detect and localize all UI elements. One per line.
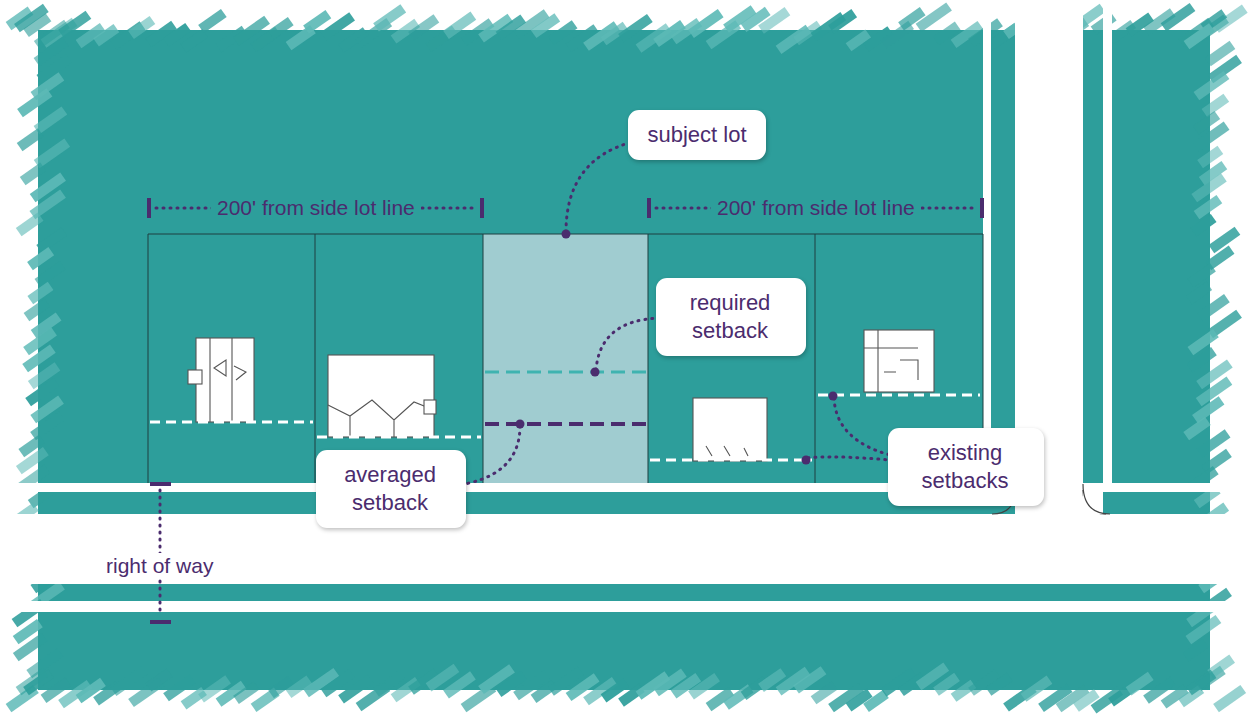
brush-stroke: [1197, 294, 1230, 321]
brush-stroke: [27, 247, 54, 270]
brush-stroke: [27, 282, 53, 304]
brush-stroke: [1188, 329, 1219, 355]
road-edge: [0, 601, 1250, 612]
brush-stroke: [14, 4, 49, 32]
lot-lines: [148, 234, 983, 483]
subject-lot-fill: [483, 234, 648, 483]
house-sketch: [328, 355, 436, 437]
brush-stroke: [1161, 3, 1196, 31]
dimensions: [149, 198, 982, 622]
callout-text: existing setbacks: [906, 439, 1024, 495]
brush-stroke: [758, 7, 790, 34]
callout-box: required setback: [656, 278, 806, 356]
setback-lines: [150, 372, 980, 460]
callout-text: subject lot: [646, 121, 748, 149]
brush-stroke: [1183, 417, 1210, 440]
brush-stroke: [1185, 615, 1221, 644]
brush-stroke: [1191, 173, 1226, 202]
leader-dot: [562, 230, 571, 239]
leader-dot: [829, 392, 838, 401]
brush-stroke: [688, 673, 720, 699]
leader-line: [834, 398, 890, 455]
roads: [0, 0, 1250, 612]
callout-box: subject lot: [628, 110, 766, 160]
leader-line: [808, 457, 890, 460]
brush-stroke: [36, 227, 67, 253]
side-lot-lines: [148, 234, 983, 483]
road-edge: [1103, 0, 1112, 492]
brush-stroke: [408, 14, 439, 40]
existing-setback-line: [818, 394, 980, 397]
brush-stroke: [986, 673, 1013, 696]
brush-stroke: [24, 298, 50, 321]
required-setback-line: [485, 371, 646, 374]
brush-stroke: [828, 9, 857, 33]
brush-stroke: [443, 671, 476, 698]
brush-stroke: [1193, 122, 1229, 152]
brush-stroke: [321, 12, 355, 40]
leader-dot: [802, 456, 811, 465]
brush-stroke: [1191, 214, 1217, 236]
existing-setback-line: [650, 459, 812, 462]
callout-text: averaged setback: [334, 461, 446, 517]
brush-stroke: [373, 4, 406, 31]
brush-stroke: [1186, 670, 1216, 695]
brush-stroke: [17, 88, 52, 117]
right-of-way-label: right of way: [100, 553, 219, 578]
averaged-setback-line: [485, 422, 646, 426]
brush-stroke: [198, 9, 227, 33]
brush-stroke: [268, 17, 293, 39]
house-sketch: [864, 330, 934, 392]
brush-stroke: [30, 412, 65, 440]
dimension-label: 200' from side lot line: [711, 195, 921, 220]
brush-stroke: [1183, 639, 1209, 661]
existing-setback-line: [317, 436, 481, 439]
brush-stroke: [13, 633, 48, 661]
brush-stroke: [16, 213, 44, 237]
brush-stroke: [1201, 449, 1231, 474]
leader-line: [566, 142, 632, 232]
house-sketch: [188, 338, 254, 422]
road-edge: [983, 0, 991, 492]
leader-line: [596, 318, 660, 370]
existing-setback-line: [150, 421, 313, 424]
leader-dot: [591, 368, 600, 377]
callout-box: averaged setback: [316, 450, 466, 528]
brush-stroke: [1184, 23, 1215, 49]
brush-stroke: [35, 261, 66, 287]
curb: [1083, 484, 1110, 514]
brush-stroke: [1188, 263, 1216, 287]
house-sketch: [693, 398, 767, 461]
callout-box: existing setbacks: [888, 428, 1044, 506]
dimension-label: 200' from side lot line: [211, 195, 421, 220]
brush-stroke: [1187, 347, 1217, 372]
brush-stroke: [1194, 195, 1223, 219]
brush-stroke: [20, 163, 46, 186]
callout-text: required setback: [674, 289, 786, 345]
leader-dot: [516, 420, 525, 429]
brush-stroke: [146, 668, 173, 691]
road-edge: [983, 0, 991, 492]
brush-stroke: [1213, 685, 1246, 712]
leader-lines: [452, 142, 890, 486]
brush-stroke: [1192, 396, 1224, 423]
brush-stroke: [16, 668, 49, 695]
brush-stroke: [1186, 282, 1212, 304]
leader-dots: [516, 230, 838, 465]
corner: [1083, 492, 1103, 514]
brush-stroke: [17, 128, 44, 151]
